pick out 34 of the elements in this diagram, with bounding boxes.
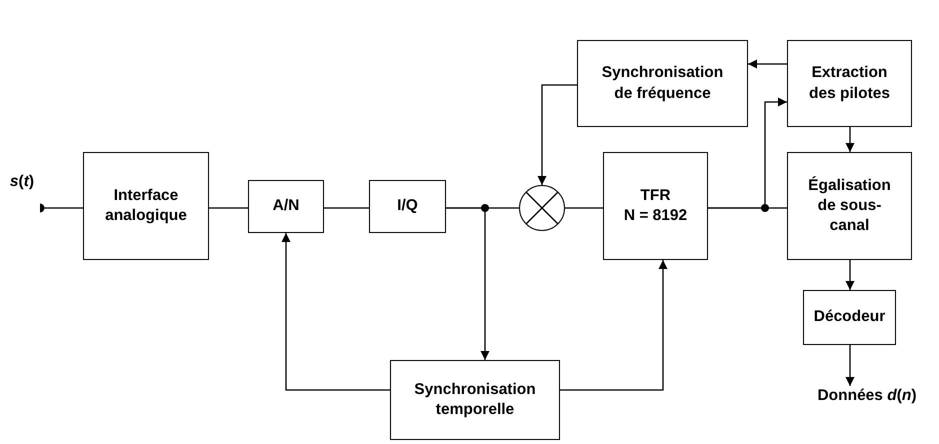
connector-line [565,207,603,209]
process-box [577,40,748,127]
process-box [787,152,912,260]
box-label: Synchronisation temporelle [413,380,537,420]
connector-line [209,207,248,209]
process-box [248,180,324,233]
process-box [390,360,560,440]
process-box [83,152,209,260]
box-label: Décodeur [814,307,886,328]
box-label: Égalisation de sous-canal [807,176,892,236]
arrow [846,345,854,386]
connector-line [324,207,369,209]
arrow [560,260,668,391]
process-box [603,152,708,260]
input-label: s(t) [10,172,34,192]
box-label: Extraction des pilotes [808,63,891,104]
box-label: A/N [272,196,300,216]
arrow [748,60,787,68]
process-box [369,180,446,233]
process-box [787,40,912,127]
mixer-circle [519,185,565,231]
arrow [708,98,787,209]
box-label: TFR [640,186,671,206]
box-label: I/Q [397,196,418,216]
box-label: Synchronisation de fréquence [600,63,724,104]
arrow [846,127,854,152]
box-label: N = 8192 [624,206,688,226]
arrow [446,207,490,360]
arrow [538,84,577,185]
output-label: Données d(n) [817,386,917,406]
process-box [803,290,896,345]
box-label: Interface analogique [104,186,188,226]
arrow [846,260,854,290]
arrow [282,233,390,391]
